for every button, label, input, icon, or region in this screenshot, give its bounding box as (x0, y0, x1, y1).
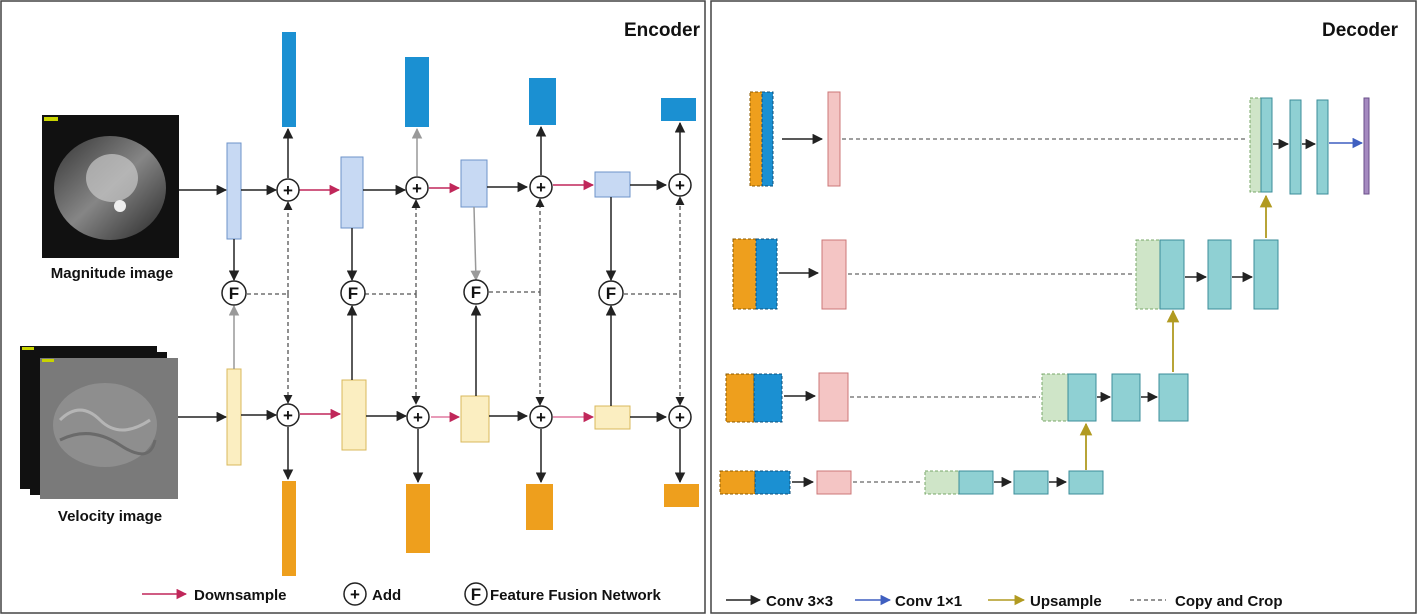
legend-upsample: Upsample (1030, 593, 1102, 610)
add-circle-icon: + (675, 408, 685, 427)
encoder-output-orange-1 (282, 481, 296, 576)
add-node-vel-2: + (406, 405, 430, 429)
legend-conv3: Conv 3×3 (766, 593, 833, 610)
vel-feature-1 (226, 368, 242, 466)
add-circle-icon: + (350, 585, 360, 604)
add-node-vel-4: + (668, 405, 692, 429)
decoder-legend: Conv 3×3 Conv 1×1 Upsample Copy and Crop (726, 593, 1283, 610)
add-node-vel-1: + (276, 403, 300, 427)
encoder-output-blue-4 (661, 98, 696, 121)
legend-conv1: Conv 1×1 (895, 593, 962, 610)
add-circle-icon: + (283, 406, 293, 425)
velocity-caption: Velocity image (58, 508, 162, 525)
encoder-panel (0, 0, 706, 614)
add-node-mag-4: + (668, 173, 692, 197)
upsample-arrows (1079, 194, 1273, 470)
fusion-circle-icon: F (229, 284, 239, 303)
decoder-level-4 (719, 470, 1104, 495)
fusion-circle-icon: F (471, 283, 481, 302)
vel-feature-3 (460, 395, 490, 443)
output-arrows (282, 121, 686, 484)
add-circle-icon: + (413, 408, 423, 427)
fusion-dashed-links (247, 196, 685, 406)
fusion-node-2: F (340, 280, 366, 306)
add-circle-icon: + (283, 181, 293, 200)
legend-add: Add (372, 587, 401, 604)
fusion-node-1: F (221, 280, 247, 306)
encoder-output-blue-3 (529, 78, 556, 125)
add-circle-icon: + (412, 179, 422, 198)
vel-feature-4 (594, 405, 631, 430)
add-node-mag-1: + (276, 178, 300, 202)
fusion-node-4: F (598, 280, 624, 306)
mag-feature-2 (340, 156, 364, 229)
vel-feature-2 (341, 379, 367, 451)
decoder-panel (710, 0, 1417, 614)
fusion-node-3: F (463, 279, 489, 305)
encoder-legend: Downsample + Add F Feature Fusion Networ… (142, 582, 662, 606)
decoder-level-2 (732, 238, 1279, 310)
fusion-circle-icon: F (348, 284, 358, 303)
velocity-row-arrows (178, 408, 668, 423)
mag-feature-1 (226, 142, 242, 240)
encoder-output-orange-2 (406, 484, 430, 553)
mag-feature-3 (460, 159, 488, 208)
magnitude-image (42, 115, 179, 258)
encoder-output-orange-4 (664, 484, 699, 507)
velocity-image (20, 346, 178, 499)
mag-feature-4 (594, 171, 631, 198)
legend-downsample: Downsample (194, 587, 287, 604)
legend-copy-crop: Copy and Crop (1175, 593, 1283, 610)
decoder-level-3 (725, 372, 1189, 423)
add-legend-icon (343, 582, 367, 606)
magnitude-row-arrows (179, 179, 668, 196)
add-node-mag-2: + (405, 176, 429, 200)
legend-fusion: Feature Fusion Network (490, 587, 662, 604)
fusion-circle-icon: F (471, 585, 481, 604)
add-circle-icon: + (536, 408, 546, 427)
encoder-output-blue-1 (282, 32, 296, 127)
fusion-legend-icon (464, 582, 488, 606)
fusion-circle-icon: F (606, 284, 616, 303)
add-node-mag-3: + (529, 175, 553, 199)
encoder-output-blue-2 (405, 57, 429, 127)
add-node-vel-3: + (529, 405, 553, 429)
add-circle-icon: + (675, 176, 685, 195)
add-circle-icon: + (536, 178, 546, 197)
decoder-level-1 (749, 91, 1370, 195)
encoder-title: Encoder (624, 20, 701, 41)
fusion-arrows (228, 197, 617, 406)
magnitude-caption: Magnitude image (51, 265, 174, 282)
decoder-title: Decoder (1322, 20, 1399, 41)
encoder-output-orange-3 (526, 484, 553, 530)
